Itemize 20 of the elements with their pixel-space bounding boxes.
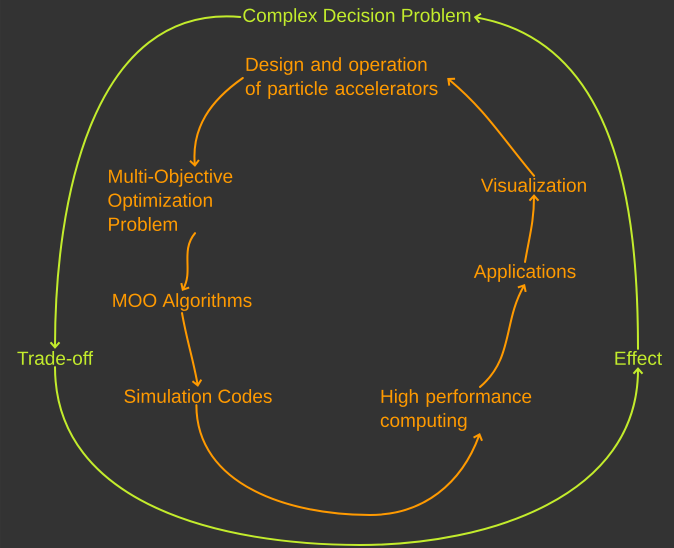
arrow [181,312,202,387]
step-text: Applications [474,264,576,282]
label-text: Effect [615,351,662,365]
step-text: High performance computing [380,389,532,431]
label-text: Trade-off [17,351,94,365]
step-text: MOO Algorithms [113,293,252,311]
arrow [447,78,535,177]
arrow [524,194,540,263]
step-text: Simulation Codes [124,389,272,403]
step-text: Visualization [480,178,586,192]
label-text: Complex Decision Problem [243,8,470,26]
step-text: Design and operation of particle accelerators [246,57,438,99]
step-text: Multi-Objective Optimization Problem [108,169,232,231]
arrow [54,366,644,546]
arrow [180,232,196,291]
arrow [195,404,483,516]
arrow [479,284,527,388]
arrow [474,12,639,350]
arrow [189,77,244,167]
arrow [50,16,242,349]
